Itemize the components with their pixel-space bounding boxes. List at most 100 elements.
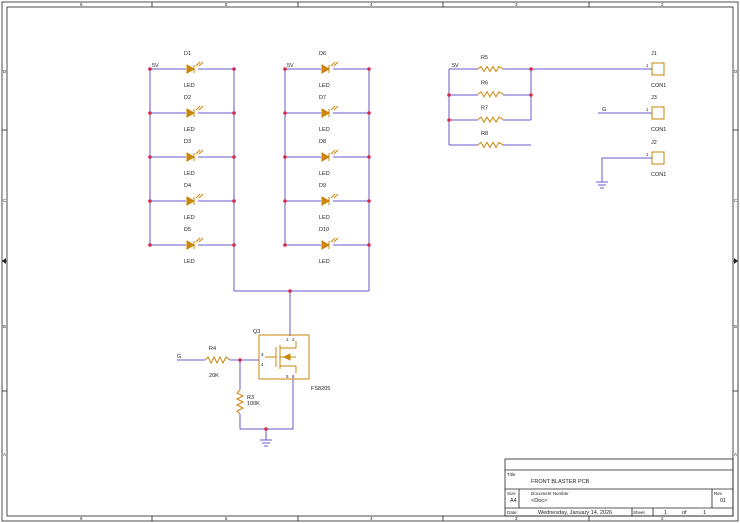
connector-ref: J1 <box>651 51 657 57</box>
resistor-r8: R8 <box>477 131 504 149</box>
resistor-r6: R6 <box>477 80 504 98</box>
resistor-ref: R6 <box>481 80 488 86</box>
col-label: 2 <box>661 516 664 521</box>
led-value: LED <box>319 171 330 177</box>
center-arrow-right <box>734 258 738 264</box>
junction-dot <box>283 67 287 71</box>
junction-dot <box>447 93 451 97</box>
row-label: A <box>3 452 6 457</box>
connector-value: CON1 <box>651 127 666 133</box>
led-ref: D6 <box>319 51 326 57</box>
led-symbol <box>321 196 331 206</box>
resistor-ref: R7 <box>481 106 488 112</box>
led-ref: D8 <box>319 139 326 145</box>
title-label: Title <box>507 472 516 477</box>
led-symbol <box>321 108 331 118</box>
led-value: LED <box>184 171 195 177</box>
mosfet-q3: 1 2 3 4 5 6 Q3 FS8205 <box>253 329 330 392</box>
title-block: Title FRONT BLASTER PCB Size A4 Document… <box>504 458 734 517</box>
mosfet-body <box>258 334 310 380</box>
r4-ref: R4 <box>209 346 216 352</box>
size-label: Size <box>507 491 516 496</box>
junction-dot <box>367 199 371 203</box>
col-label: 4 <box>370 516 373 521</box>
led-value: LED <box>184 83 195 89</box>
led-symbol <box>321 152 331 162</box>
junction-dot <box>283 155 287 159</box>
junction-dot <box>367 111 371 115</box>
led-value: LED <box>184 127 195 133</box>
docnum-label: Document Number <box>531 491 569 496</box>
row-markers: D C B A D C B A <box>2 69 738 457</box>
mosfet-part: FS8205 <box>311 386 330 392</box>
led-symbol <box>186 64 196 74</box>
col-label: 5 <box>225 516 228 521</box>
gate-wires <box>177 359 294 447</box>
r3-ref: R3 <box>247 395 254 401</box>
r4-value: 20K <box>209 373 219 379</box>
row-label: C <box>3 198 7 203</box>
row-label: B <box>3 324 6 329</box>
led-value: LED <box>319 127 330 133</box>
junction-dot <box>232 199 236 203</box>
net-label-gnd: G <box>177 354 181 360</box>
junction-dot <box>148 243 152 247</box>
junction-dot <box>283 111 287 115</box>
led-symbol <box>186 152 196 162</box>
sheet-label: Sheet <box>633 510 646 515</box>
sheet-number: 1 <box>664 510 667 516</box>
led-value: LED <box>184 215 195 221</box>
led-symbol <box>321 240 331 250</box>
junction-dot <box>367 67 371 71</box>
sheet-total: 1 <box>703 510 706 516</box>
led-symbol <box>321 64 331 74</box>
connector-value: CON1 <box>651 83 666 89</box>
row-label: D <box>3 69 7 74</box>
junction-dot <box>232 243 236 247</box>
pin-number: 6 <box>292 374 295 379</box>
of-label: of <box>682 510 687 516</box>
net-label-5v: 5V <box>452 63 459 69</box>
rev-label: Rev <box>714 491 723 496</box>
pin-number: 2 <box>292 337 295 342</box>
led-value: LED <box>319 83 330 89</box>
led-ref: D5 <box>184 227 191 233</box>
led-ref: D10 <box>319 227 329 233</box>
junction-dot <box>148 67 152 71</box>
row-label: B <box>734 324 737 329</box>
col-label: 3 <box>515 516 518 521</box>
col-label: 3 <box>515 2 518 7</box>
net-label-gnd: G <box>602 107 606 113</box>
junction-dot <box>447 118 451 122</box>
led-ref: D4 <box>184 183 191 189</box>
r3-value: 100K <box>247 401 260 407</box>
led-symbol <box>186 196 196 206</box>
connector-pin: 1 <box>646 152 649 157</box>
led-value: LED <box>319 259 330 265</box>
junction-dot <box>232 67 236 71</box>
led-symbol <box>186 240 196 250</box>
column-markers: 6 5 4 3 2 6 5 4 3 2 <box>80 2 664 521</box>
pin-number: 4 <box>261 362 264 367</box>
junction-dot <box>232 111 236 115</box>
col-label: 4 <box>370 2 373 7</box>
junction-dot <box>238 358 242 362</box>
led-ref: D2 <box>184 95 191 101</box>
pin-number: 5 <box>286 374 289 379</box>
mosfet-ref: Q3 <box>253 329 260 335</box>
